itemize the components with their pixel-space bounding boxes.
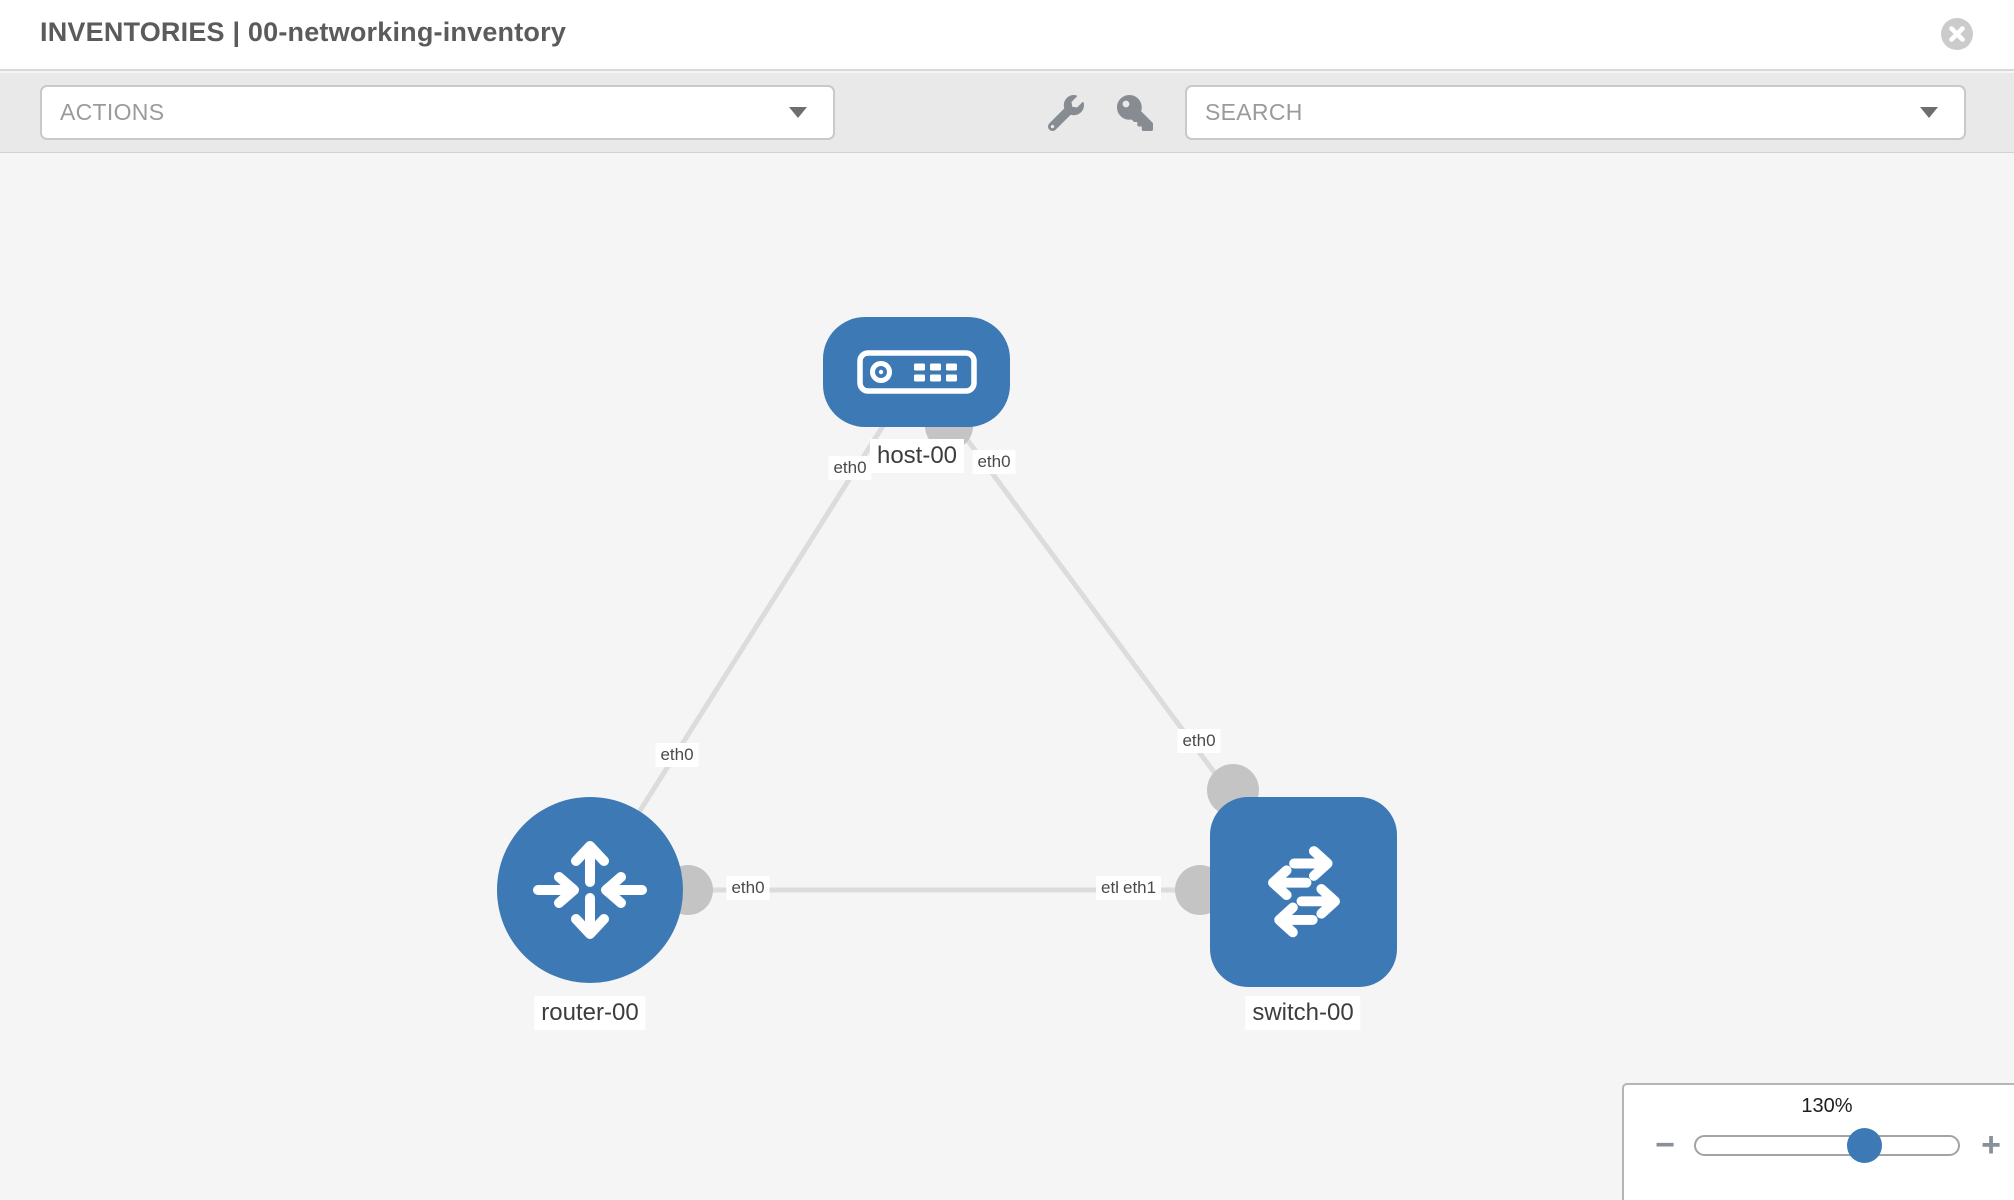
page-title: INVENTORIES | 00-networking-inventory bbox=[40, 17, 567, 47]
search-dropdown[interactable]: SEARCH bbox=[1185, 85, 1966, 140]
node-label-router: router-00 bbox=[534, 996, 646, 1030]
close-button[interactable] bbox=[1941, 18, 1973, 50]
close-icon bbox=[1949, 26, 1965, 42]
toolbar: ACTIONS SEARCH bbox=[0, 73, 2014, 153]
search-dropdown-label: SEARCH bbox=[1205, 99, 1303, 125]
router-arrows-icon bbox=[533, 841, 647, 939]
page-header: INVENTORIES | 00-networking-inventory bbox=[0, 0, 2014, 71]
wrench-icon[interactable] bbox=[1048, 95, 1084, 131]
switch-arrows-icon bbox=[1267, 846, 1340, 938]
topology-links bbox=[587, 370, 1306, 915]
zoom-slider-track[interactable] bbox=[1694, 1135, 1960, 1156]
node-router[interactable] bbox=[497, 797, 683, 983]
node-host[interactable] bbox=[823, 317, 1010, 427]
actions-dropdown-label: ACTIONS bbox=[60, 99, 165, 125]
interface-label: eth0 bbox=[726, 876, 770, 900]
node-switch[interactable] bbox=[1210, 797, 1397, 987]
node-label-switch: switch-00 bbox=[1245, 996, 1361, 1030]
chevron-down-icon bbox=[1920, 107, 1938, 118]
interface-label: eth0 bbox=[972, 450, 1016, 474]
zoom-out-button[interactable]: − bbox=[1655, 1125, 1675, 1164]
interface-label: eth0 bbox=[1177, 729, 1221, 753]
chevron-down-icon bbox=[789, 107, 807, 118]
actions-dropdown[interactable]: ACTIONS bbox=[40, 85, 835, 140]
topology-canvas[interactable]: host-00 router-00 switch-00 eth0 eth0 et… bbox=[0, 154, 2014, 1200]
zoom-level: 130% bbox=[1801, 1095, 1853, 1117]
server-icon bbox=[856, 350, 977, 394]
interface-label: eth0 bbox=[655, 743, 699, 767]
zoom-slider-handle[interactable] bbox=[1847, 1128, 1882, 1163]
interface-label: eth1 bbox=[1118, 876, 1162, 900]
zoom-in-button[interactable]: + bbox=[1981, 1125, 2001, 1164]
node-label-host: host-00 bbox=[869, 439, 965, 473]
zoom-panel: 130% − + bbox=[1622, 1083, 2014, 1200]
interface-label: eth0 bbox=[828, 456, 872, 480]
key-icon[interactable] bbox=[1117, 95, 1153, 131]
